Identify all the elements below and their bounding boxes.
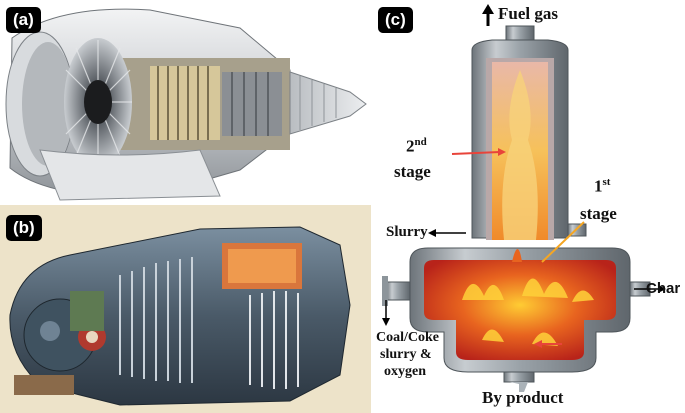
panel-a-label: (a) — [6, 7, 41, 33]
slurry-label: Slurry — [386, 224, 428, 240]
panel-c-gasifier-diagram: (c) Fuel gas 2nd stage 1st stage Slurry … — [372, 0, 685, 413]
first-stage-label: 1st — [594, 176, 611, 196]
by-product-label: By product — [482, 388, 564, 407]
feed-label-line1: Coal/Coke — [376, 330, 439, 345]
gasifier-vessel-illustration — [382, 4, 666, 392]
turbofan-cutaway-illustration — [5, 8, 367, 201]
panel-b-turboprop-image: (b) — [0, 205, 371, 413]
second-stage-label: 2nd — [406, 136, 427, 156]
panel-c-label: (c) — [378, 7, 413, 33]
feed-label-line2: slurry & — [380, 347, 432, 362]
turboprop-cutaway-illustration — [9, 226, 351, 406]
second-stage-word: stage — [394, 162, 431, 181]
fuel-gas-label: Fuel gas — [498, 4, 558, 23]
second-stage-pointer-arrow — [451, 151, 501, 155]
first-stage-word: stage — [580, 204, 617, 223]
fuel-gas-arrowhead — [482, 4, 494, 14]
panel-b-label: (b) — [6, 215, 42, 241]
panel-a-turbofan-image: (a) — [0, 0, 371, 203]
feed-label-line3: oxygen — [384, 364, 426, 379]
char-label: Char — [646, 280, 681, 297]
first-stage-pointer-line — [541, 221, 585, 263]
